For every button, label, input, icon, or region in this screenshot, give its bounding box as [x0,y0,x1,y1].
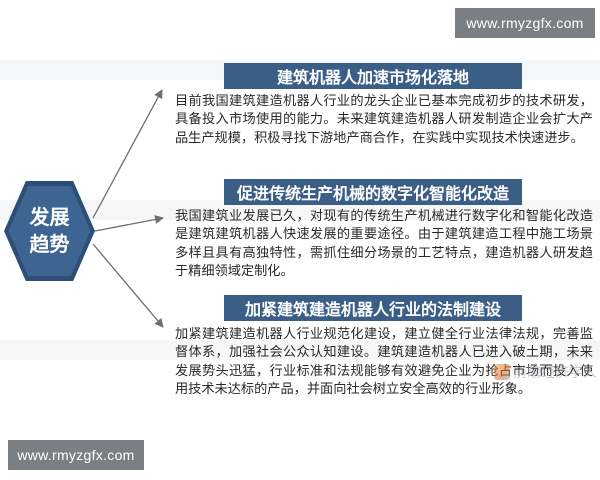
center-hexagon-label: 发展 趋势 [8,186,91,276]
connector-arrow-1 [92,89,163,219]
connector-arrow-2 [94,215,164,232]
section-2-body: 我国建筑业发展已久，对现有的传统生产机械进行数字化和智能化改造是建筑建筑机器人快… [175,209,593,280]
section-1-body: 目前我国建筑建造机器人行业的龙头企业已基本完成初步的技术研发，具备投入市场使用的… [175,94,593,146]
section-3-title: 加紧建筑建造机器人行业的法制建设 [224,295,522,321]
watermark-logo-text: 前瞻经济学人 [513,365,597,381]
center-label-line2: 趋势 [29,232,70,256]
center-label-line1: 发展 [29,205,70,229]
section-2-title: 促进传统生产机械的数字化智能化改造 [224,179,522,205]
connector-arrow-3 [92,243,164,328]
watermark-bottom: www.rmyzgfx.com [8,440,144,470]
watermark-logo: 前瞻经济学人 [494,362,597,382]
section-1-title: 建筑机器人加速市场化落地 [224,63,522,89]
background-stripe [0,340,600,360]
section-3-body: 加紧建筑建造机器人行业规范化建设，建立健全行业法律法规，完善监督体系，加强社会公… [175,327,593,398]
brand-logo-icon [494,364,510,380]
center-hexagon: 发展 趋势 [4,181,95,281]
background-stripe [0,200,600,220]
watermark-top: www.rmyzgfx.com [455,8,595,38]
